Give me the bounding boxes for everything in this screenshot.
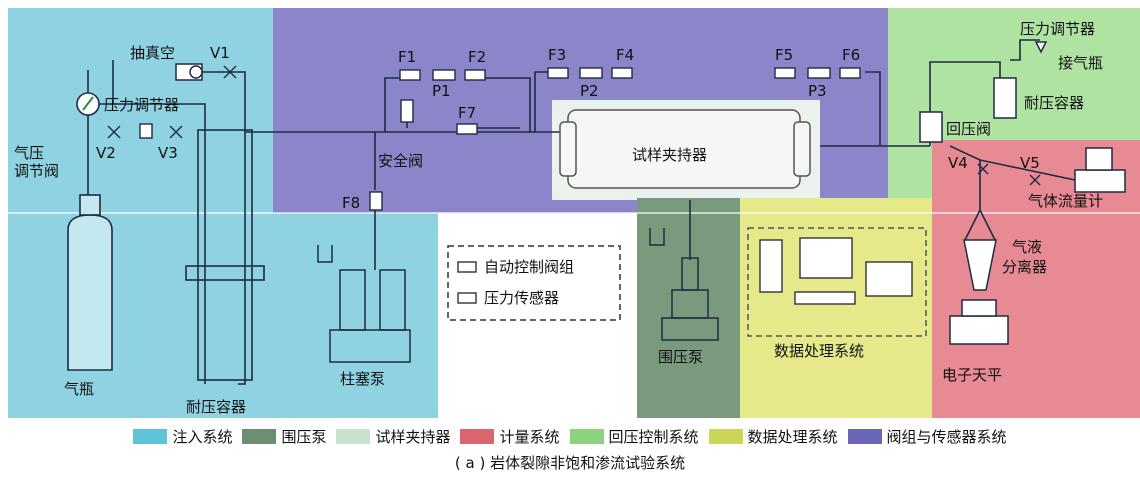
legend-label: 注入系统	[172, 427, 233, 446]
auto-valve-group-icon	[457, 261, 477, 273]
sensors	[369, 67, 861, 211]
label-f7: F7	[458, 104, 476, 122]
data-processing-box	[747, 227, 927, 337]
label-vacuum: 抽真空	[130, 44, 175, 62]
confining-pump-icon	[649, 228, 719, 341]
label-auto-valve-group: 自动控制阀组	[484, 258, 574, 276]
label-safety-valve: 安全阀	[378, 152, 423, 170]
label-v1: V1	[210, 44, 230, 62]
legend-item: 阀组与传感器系统	[847, 426, 1007, 447]
legend-label: 数据处理系统	[747, 427, 838, 446]
computer-icon	[759, 237, 913, 305]
valves	[107, 65, 1041, 186]
label-gas-pressure-valve-line2: 调节阀	[14, 162, 59, 180]
legend-swatch	[569, 428, 604, 444]
legend-swatch	[708, 428, 743, 444]
label-back-pressure-valve: 回压阀	[946, 120, 991, 138]
label-gls-line1: 气液	[1012, 238, 1042, 256]
legend-label: 回压控制系统	[608, 427, 699, 446]
label-p3: P3	[808, 82, 827, 100]
region-data-processing	[740, 198, 932, 418]
legend-swatch	[133, 428, 168, 444]
label-gas-connect: 接气瓶	[1058, 54, 1103, 72]
legend-label: 试样夹持器	[375, 427, 451, 446]
label-gas-pressure-valve: 气压 调节阀	[14, 144, 59, 180]
label-balance: 电子天平	[942, 366, 1002, 384]
label-f6: F6	[842, 46, 860, 64]
legend-item: 围压泵	[242, 426, 326, 447]
symbol-legend-box	[447, 245, 621, 321]
legend-item: 试样夹持器	[336, 426, 450, 447]
label-gas-bottle: 气瓶	[64, 380, 94, 398]
specimen-holder-icon	[559, 109, 811, 189]
label-data-system: 数据处理系统	[774, 342, 864, 360]
label-p2: P2	[580, 82, 599, 100]
label-v3: V3	[158, 144, 178, 162]
vacuum-pump-icon	[175, 63, 203, 81]
legend-item: 回压控制系统	[569, 426, 699, 447]
label-plunger-pump: 柱塞泵	[340, 370, 385, 388]
label-f2: F2	[468, 48, 486, 66]
legend-label: 计量系统	[499, 427, 560, 446]
system-schematic: 抽真空 V1 压力调节器 V2 V3 气压 调节阀 气瓶 耐压容器 安全阀 柱塞…	[8, 8, 1140, 418]
label-p1: P1	[432, 82, 451, 100]
pressure-vessel-left-icon	[185, 129, 265, 381]
label-gas-liquid-separator: 气液 分离器	[1002, 238, 1047, 276]
label-pressure-vessel-right: 耐压容器	[1024, 94, 1084, 112]
figure-caption: ( a ) 岩体裂隙非饱和渗流试验系统	[454, 454, 686, 472]
pipes	[87, 39, 1076, 385]
back-pressure-components	[919, 41, 1126, 345]
legend-item: 注入系统	[133, 426, 232, 447]
label-confining-pump: 围压泵	[658, 348, 703, 366]
pressure-gauge-icon	[76, 92, 100, 116]
legend: 注入系统 围压泵 试样夹持器 计量系统 回压控制系统 数据处理系统 阀组与传感器系统	[0, 425, 1140, 447]
label-v4: V4	[948, 154, 968, 172]
label-v5: V5	[1020, 154, 1040, 172]
label-f8: F8	[342, 194, 360, 212]
legend-item: 数据处理系统	[708, 426, 838, 447]
legend-swatch	[460, 428, 495, 444]
label-f4: F4	[616, 46, 634, 64]
label-pressure-regulator-right: 压力调节器	[1020, 20, 1095, 38]
label-v2: V2	[96, 144, 116, 162]
plunger-pump-icon	[317, 245, 411, 363]
label-pressure-sensor: 压力传感器	[484, 289, 559, 307]
label-specimen-holder: 试样夹持器	[632, 146, 707, 164]
label-f1: F1	[398, 48, 416, 66]
label-f3: F3	[548, 46, 566, 64]
legend-swatch	[336, 428, 371, 444]
region-confining-pump	[637, 198, 740, 418]
label-f5: F5	[775, 46, 793, 64]
label-gas-flowmeter: 气体流量计	[1028, 192, 1103, 210]
legend-item: 计量系统	[460, 426, 560, 447]
gas-bottle-icon	[67, 194, 113, 371]
legend-swatch	[242, 428, 277, 444]
region-injection-top	[8, 8, 273, 213]
label-gls-line2: 分离器	[1002, 258, 1047, 276]
legend-label: 围压泵	[281, 427, 327, 446]
label-pressure-regulator-left: 压力调节器	[104, 96, 179, 114]
label-pressure-vessel-left: 耐压容器	[186, 398, 246, 416]
pressure-sensor-icon	[457, 292, 477, 304]
legend-swatch	[847, 428, 882, 444]
legend-label: 阀组与传感器系统	[886, 427, 1007, 446]
label-gas-pressure-valve-line1: 气压	[14, 144, 44, 162]
